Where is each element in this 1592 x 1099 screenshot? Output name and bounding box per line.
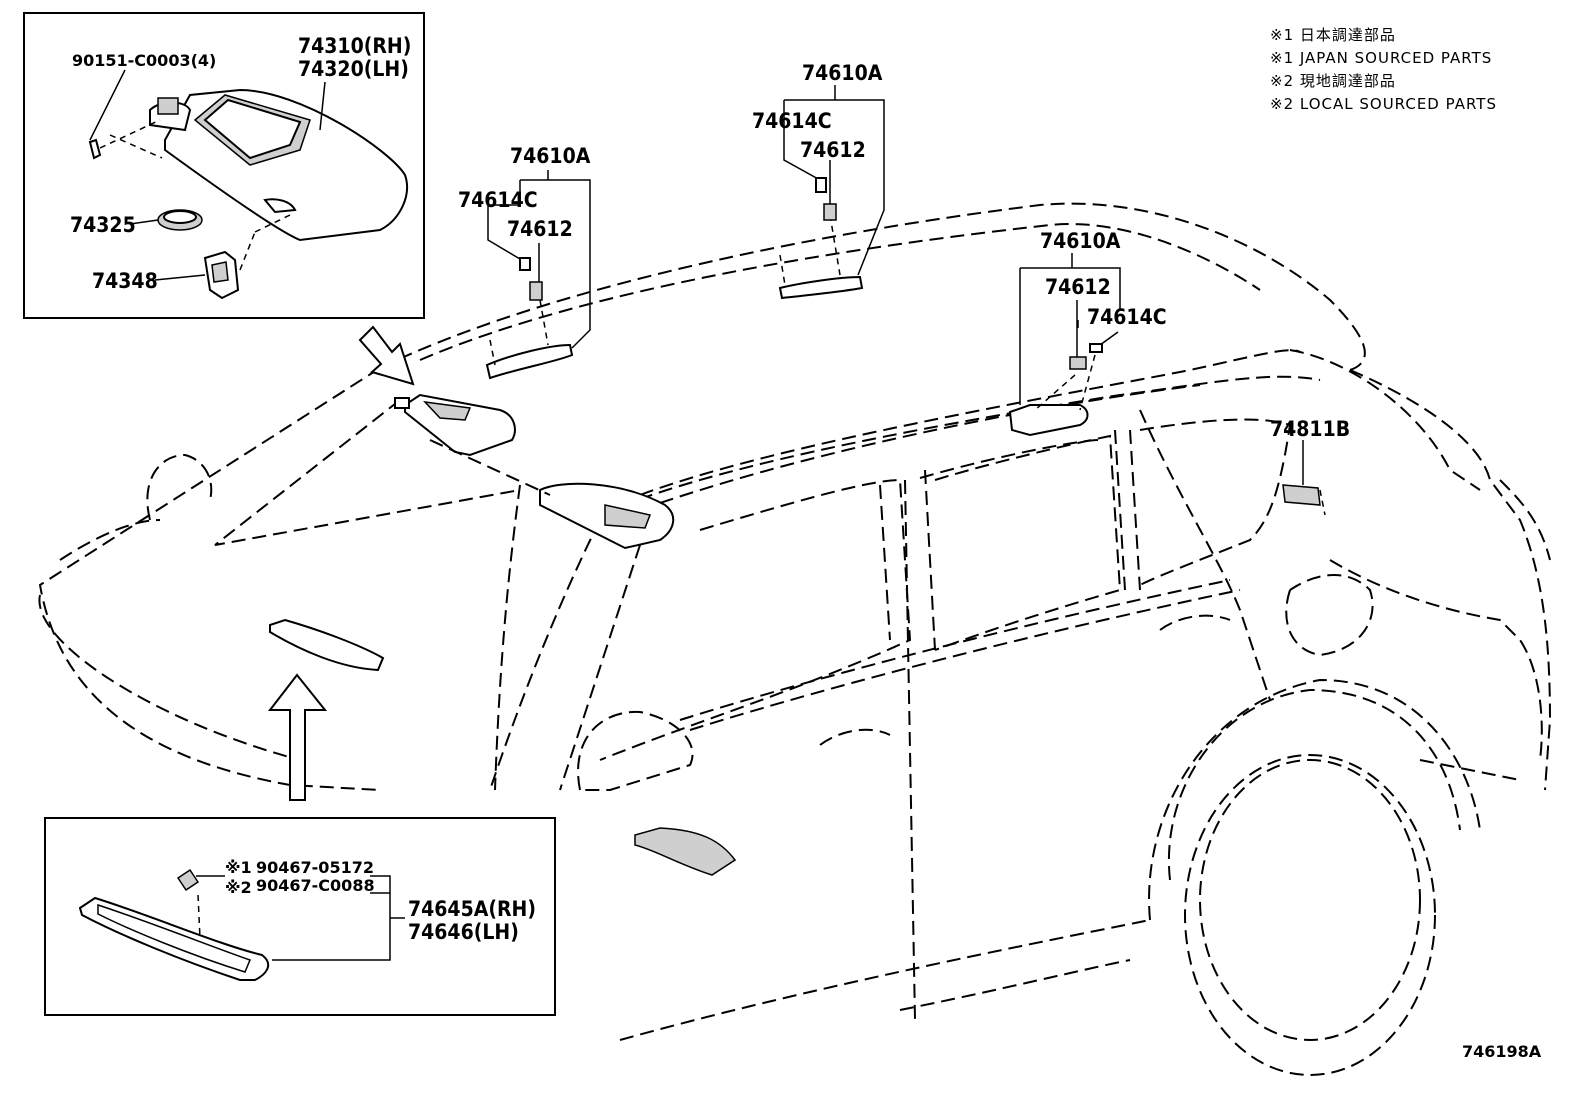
legend-line-4: ※2 LOCAL SOURCED PARTS <box>1270 95 1497 113</box>
arrow-to-visor <box>358 325 415 386</box>
legend-line-2: ※1 JAPAN SOURCED PARTS <box>1270 49 1492 67</box>
labels: ※1 日本調達部品 ※1 JAPAN SOURCED PARTS ※2 現地調達… <box>70 26 1542 1061</box>
grip-handle-left-installed <box>485 343 574 380</box>
windshield-trim-installed <box>269 618 385 672</box>
label-visor-lh: 74320(LH) <box>298 57 409 81</box>
label-grip-left-bracket: 74612 <box>507 217 573 241</box>
leader-lines <box>487 85 1326 516</box>
label-grip-right-bracket: 74612 <box>1045 275 1111 299</box>
cargo-part-installed <box>634 827 737 876</box>
label-screw: 90151-C0003(4) <box>72 51 216 70</box>
label-note1-mark: ※1 <box>225 858 252 877</box>
legend-line-1: ※1 日本調達部品 <box>1270 26 1396 44</box>
label-trim-lh: 74646(LH) <box>408 920 519 944</box>
label-clip: 74325 <box>70 213 136 237</box>
grip-handle-right-installed <box>1008 404 1089 437</box>
label-grip-center-bracket: 74612 <box>800 138 866 162</box>
label-visor-rh: 74310(RH) <box>298 34 411 58</box>
grip-handle-center-installed <box>778 275 864 300</box>
sun-visor-right-installed <box>539 482 675 550</box>
label-note2-mark: ※2 <box>225 878 252 897</box>
arrow-to-trim <box>267 673 328 801</box>
label-grip-left-cover: 74614C <box>458 188 538 212</box>
inset-top-box <box>23 12 425 319</box>
grip-clip-parts <box>519 177 1103 370</box>
diagram-code: 746198A <box>1462 1042 1542 1061</box>
label-rear-part: 74811B <box>1270 417 1350 441</box>
label-trim-rh: 74645A(RH) <box>408 897 536 921</box>
vehicle-outline <box>38 202 1552 1076</box>
sun-visor-left-installed <box>394 393 516 457</box>
label-grip-right-handle: 74610A <box>1040 229 1121 253</box>
inset-bottom-box <box>44 817 556 1016</box>
label-grip-center-cover: 74614C <box>752 109 832 133</box>
label-screw-2: 90467-C0088 <box>256 876 375 895</box>
label-screw-1: 90467-05172 <box>256 858 374 877</box>
label-holder: 74348 <box>92 269 158 293</box>
label-grip-left-handle: 74610A <box>510 144 591 168</box>
label-grip-right-cover: 74614C <box>1087 305 1167 329</box>
rear-part-installed <box>1282 484 1321 506</box>
legend-line-3: ※2 現地調達部品 <box>1270 72 1396 90</box>
label-grip-center-handle: 74610A <box>802 61 883 85</box>
